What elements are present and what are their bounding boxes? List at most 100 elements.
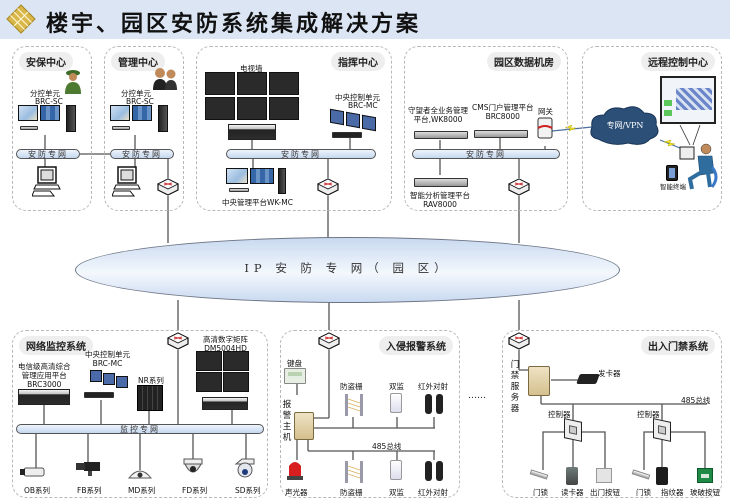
card-reader-icon bbox=[566, 467, 578, 485]
zone-intrusion-alarm: 入侵报警系统 bbox=[280, 330, 460, 498]
zone-label: 出入门禁系统 bbox=[641, 336, 715, 355]
keypad-icon bbox=[284, 368, 306, 384]
exit-button-label: 出门按钮 bbox=[590, 488, 620, 497]
sensor-label: 红外对射 bbox=[418, 382, 448, 391]
door-controller-icon bbox=[653, 418, 671, 442]
zone-video-surveillance: 网络监控系统 bbox=[12, 330, 268, 498]
controller-label: 控制器 bbox=[637, 410, 660, 419]
break-glass-label: 玻破按钮 bbox=[690, 488, 720, 497]
zone-security-center: 安保中心 bbox=[12, 46, 92, 211]
separator-dots: …… bbox=[468, 391, 486, 401]
tv-wall-icon bbox=[205, 72, 301, 120]
card-issuer-label: 发卡器 bbox=[598, 369, 621, 378]
card-issuer-icon bbox=[576, 374, 600, 384]
camera-label: OB系列 bbox=[24, 486, 51, 495]
ob-camera-icon bbox=[20, 467, 45, 477]
camera-label: FD系列 bbox=[182, 486, 208, 495]
camera-label: MD系列 bbox=[128, 486, 156, 495]
zone-label: 网络监控系统 bbox=[19, 336, 93, 355]
title-bar: 楼宇、园区安防系统集成解决方案 bbox=[0, 0, 730, 39]
access-server-icon bbox=[528, 366, 550, 396]
alarm-host-icon bbox=[294, 412, 314, 440]
sd-camera-icon bbox=[234, 458, 255, 478]
zone-data-room: 园区数据机房 bbox=[404, 46, 568, 211]
telecom-platform-server-icon bbox=[18, 389, 70, 405]
siren-label: 声光器 bbox=[285, 488, 308, 497]
managers-icon bbox=[153, 68, 177, 90]
switch-icon bbox=[318, 332, 340, 350]
client-pc-icon bbox=[32, 166, 61, 197]
business-platform-server-icon bbox=[414, 131, 468, 139]
switch-icon bbox=[508, 332, 530, 350]
bus-security-network: 安防专网 bbox=[226, 149, 376, 159]
central-unit-label: 中央控制单元 BRC-MC bbox=[85, 350, 130, 368]
zone-label: 远程控制中心 bbox=[641, 52, 715, 71]
fd-camera-icon bbox=[183, 458, 203, 473]
nr-label: NR系列 bbox=[138, 376, 164, 385]
hd-matrix-server-icon bbox=[202, 397, 248, 410]
switch-icon bbox=[317, 178, 339, 196]
camera-label: FB系列 bbox=[77, 486, 102, 495]
infrared-beam-icon bbox=[425, 394, 443, 414]
sensor-label: 双监 bbox=[389, 488, 404, 497]
zone-command-center: 指挥中心 bbox=[196, 46, 392, 211]
zone-management-center: 管理中心 bbox=[104, 46, 184, 211]
md-camera-icon bbox=[128, 470, 152, 479]
bus-monitoring-network: 监控专网 bbox=[16, 424, 264, 434]
infrared-beam-icon bbox=[425, 461, 443, 481]
central-control-unit-icon bbox=[330, 108, 380, 138]
core-network-label: IP 安 防 专 网（ 园 区） bbox=[244, 261, 451, 275]
central-unit-model: BRC-MC bbox=[348, 101, 378, 110]
telecom-platform-label: 电信级高清综合 管理应用平台 BRC3000 bbox=[18, 362, 71, 389]
controller-label: 控制器 bbox=[548, 410, 571, 419]
bus-security-network: 安防专网 bbox=[110, 149, 174, 159]
door-lock-label: 门锁 bbox=[533, 488, 548, 497]
camera-label: SD系列 bbox=[235, 486, 261, 495]
keyboard-label: 键盘 bbox=[287, 359, 302, 368]
zone-label: 入侵报警系统 bbox=[379, 336, 453, 355]
page-title: 楼宇、园区安防系统集成解决方案 bbox=[46, 11, 422, 37]
access-server-label: 门禁 服务 器 bbox=[510, 360, 520, 414]
gateway-label: 网关 bbox=[538, 107, 553, 116]
gateway-icon bbox=[537, 117, 553, 139]
alarm-host-label: 报警 主机 bbox=[282, 400, 292, 443]
central-control-unit-icon bbox=[84, 370, 128, 400]
door-lock-label: 门锁 bbox=[636, 488, 651, 497]
fingerprint-reader-icon bbox=[656, 467, 668, 485]
workstation-icon bbox=[110, 105, 170, 135]
zone-remote-center: 远程控制中心 bbox=[582, 46, 722, 211]
guard-person-icon bbox=[65, 70, 81, 94]
remote-display-icon bbox=[660, 76, 716, 124]
dual-tech-detector-icon bbox=[390, 460, 402, 480]
cms-platform-server-icon bbox=[474, 130, 528, 138]
hd-matrix-wall-icon bbox=[196, 351, 250, 393]
video-wall-controller-icon bbox=[228, 124, 276, 140]
rs485-bus-label: 485总线 bbox=[372, 442, 402, 451]
bus-security-network: 安防专网 bbox=[16, 149, 80, 159]
zone-access-control: 出入门禁系统 bbox=[502, 330, 722, 498]
vpn-cloud-icon: 专网/VPN bbox=[590, 106, 659, 145]
matrix-label: 高清数字矩阵 DM5004HD bbox=[203, 335, 248, 353]
smart-terminal-label: 智能终端 bbox=[660, 183, 686, 191]
switch-icon bbox=[167, 332, 189, 350]
fingerprint-label: 指纹器 bbox=[661, 488, 684, 497]
analysis-platform-server-icon bbox=[414, 178, 468, 187]
zone-label: 指挥中心 bbox=[331, 52, 385, 71]
beam-barrier-icon bbox=[345, 461, 363, 483]
unit-model: BRC-SC bbox=[35, 97, 63, 106]
zone-label: 安保中心 bbox=[19, 52, 73, 71]
central-management-workstation-icon bbox=[226, 168, 286, 196]
central-unit-name: 中央控制单元 bbox=[335, 93, 380, 102]
beam-barrier-icon bbox=[345, 394, 363, 416]
exit-button-icon bbox=[596, 468, 612, 483]
client-pc-icon bbox=[112, 166, 141, 197]
nr-storage-icon bbox=[137, 385, 163, 411]
bus-security-network: 安防专网 bbox=[412, 149, 560, 159]
card-reader-label: 读卡器 bbox=[561, 488, 584, 497]
switch-icon bbox=[508, 178, 530, 196]
tv-wall-label: 电视墙 bbox=[240, 64, 263, 73]
switch-icon bbox=[157, 178, 179, 196]
dual-tech-detector-icon bbox=[390, 393, 402, 413]
zone-label: 园区数据机房 bbox=[487, 52, 561, 71]
